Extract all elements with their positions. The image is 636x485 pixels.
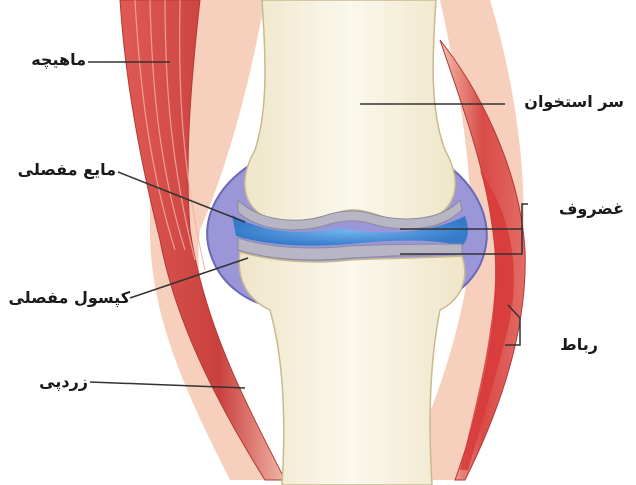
label-muscle: ماهیچه xyxy=(14,50,86,70)
label-tendon: زردپی xyxy=(18,372,88,392)
lower-bone-shape xyxy=(239,252,465,485)
label-synovial-fluid: مایع مفصلی xyxy=(10,160,116,180)
label-cartilage: غضروف xyxy=(530,199,624,219)
label-ligament: رباط xyxy=(532,335,598,355)
upper-bone-shape xyxy=(245,0,455,223)
label-joint-capsule: کپسول مفصلی xyxy=(6,288,130,308)
label-bone-head: سر استخوان xyxy=(492,92,624,112)
